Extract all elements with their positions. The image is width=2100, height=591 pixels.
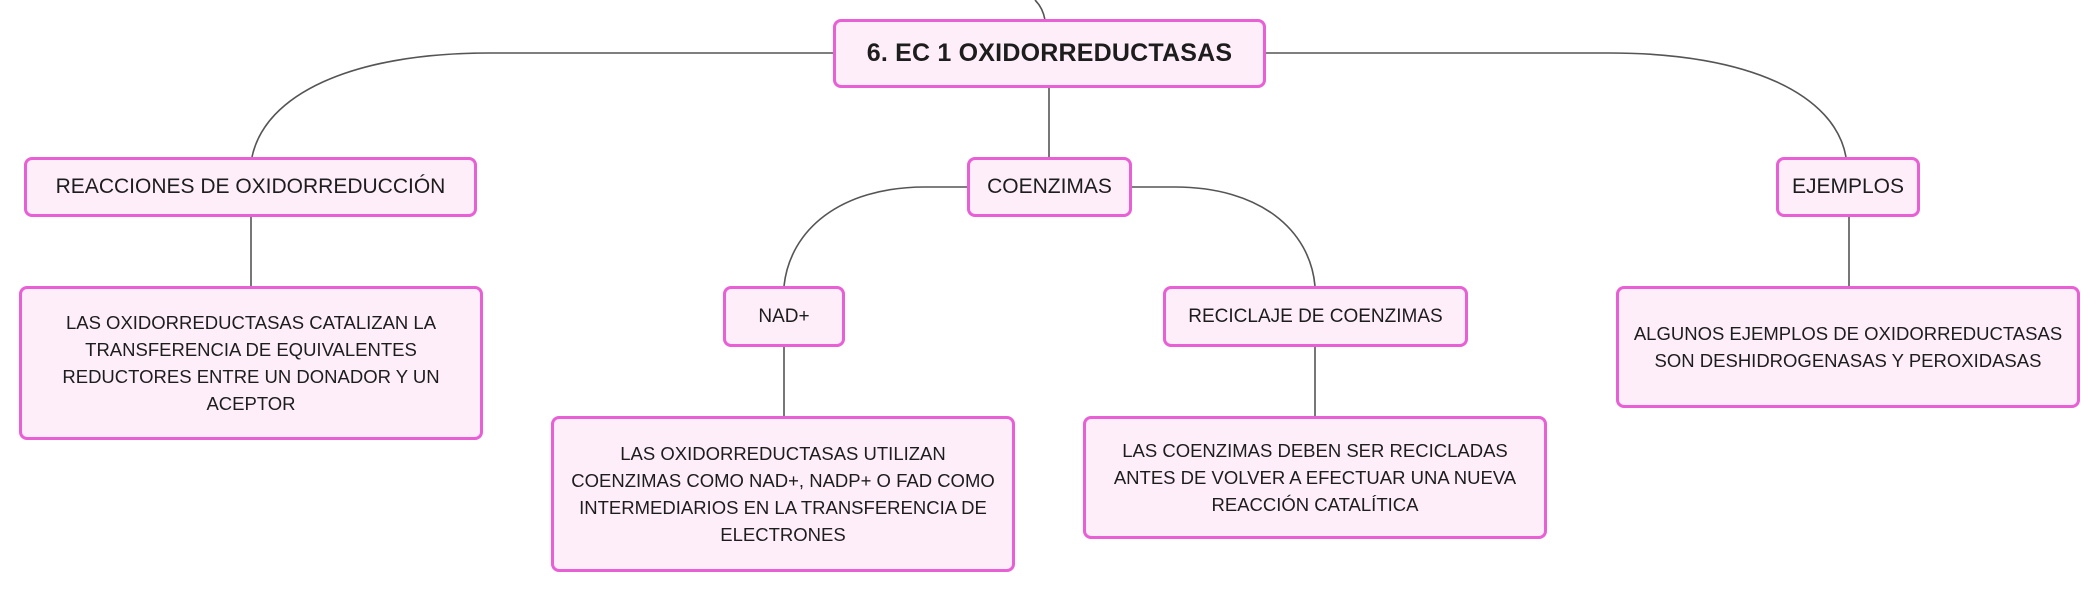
reciclaje-detail-node[interactable]: LAS COENZIMAS DEBEN SER RECICLADAS ANTES… [1083,416,1547,539]
connector-coenzimas-to-nad [783,186,968,287]
nad-node[interactable]: NAD+ [723,286,845,347]
branch-coenzimas-label: COENZIMAS [987,175,1112,198]
reciclaje-detail-text: LAS COENZIMAS DEBEN SER RECICLADAS ANTES… [1113,440,1517,515]
connector-parent-to-root [1034,0,1046,21]
ejemplos-detail-text: ALGUNOS EJEMPLOS DE OXIDORREDUCTASAS SON… [1633,323,2063,371]
root-node-label: 6. EC 1 OXIDORREDUCTASAS [866,39,1233,67]
branch-ejemplos-node[interactable]: EJEMPLOS [1776,157,1920,217]
branch-coenzimas-node[interactable]: COENZIMAS [967,157,1132,217]
nad-detail-node[interactable]: LAS OXIDORREDUCTASAS UTILIZAN COENZIMAS … [551,416,1015,572]
nad-label: NAD+ [758,305,810,327]
reciclaje-node[interactable]: RECICLAJE DE COENZIMAS [1163,286,1468,347]
reacciones-detail-text: LAS OXIDORREDUCTASAS CATALIZAN LA TRANSF… [62,312,440,414]
branch-reacciones-node[interactable]: REACCIONES DE OXIDORREDUCCIÓN [24,157,477,217]
reacciones-detail-node[interactable]: LAS OXIDORREDUCTASAS CATALIZAN LA TRANSF… [19,286,483,440]
root-node[interactable]: 6. EC 1 OXIDORREDUCTASAS [833,19,1266,88]
branch-reacciones-label: REACCIONES DE OXIDORREDUCCIÓN [55,175,446,198]
branch-ejemplos-label: EJEMPLOS [1791,175,1905,198]
connector-root-to-ejemplos [1265,52,1847,158]
nad-detail-text: LAS OXIDORREDUCTASAS UTILIZAN COENZIMAS … [571,443,995,545]
connector-coenzimas-to-reciclaje [1131,186,1316,287]
ejemplos-detail-node[interactable]: ALGUNOS EJEMPLOS DE OXIDORREDUCTASAS SON… [1616,286,2080,408]
connector-root-to-reacciones [251,52,835,158]
reciclaje-label: RECICLAJE DE COENZIMAS [1188,305,1443,327]
